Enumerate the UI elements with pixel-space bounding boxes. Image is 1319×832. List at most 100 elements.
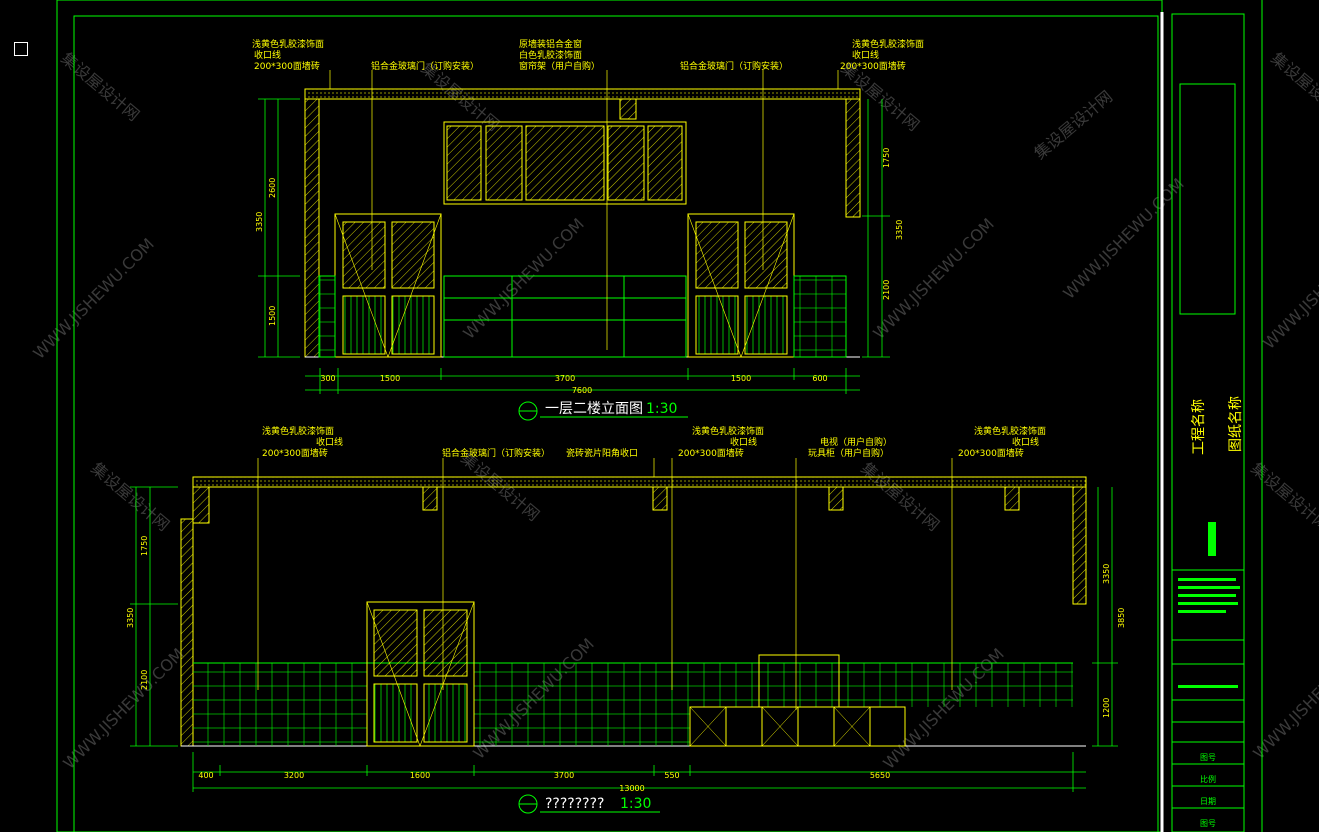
label-white-paint: 白色乳胶漆饰面 [519,49,582,61]
dim-label: 3350 [126,608,135,628]
beam [1004,486,1020,511]
dim-label: 300 [320,374,335,383]
label-door-left: 铝合金玻璃门（订购安装） [371,60,479,72]
watermark-text: WWW.JISHEWU.COM [1259,224,1319,352]
watermark-text: 集设屋设计网 [1267,49,1319,125]
watermark-text: WWW.JISHEWU.COM [1249,634,1319,762]
dim-label: 2600 [268,178,277,198]
watermark-text: WWW.JISHEWU.COM [869,214,997,342]
dim-total: 7600 [572,386,592,395]
leader-lines [257,458,953,710]
title-row: 比例 [1200,774,1216,784]
dimension-left [258,98,890,358]
dim-label: 3700 [554,771,574,780]
top-title: 一层二楼立面图 1:30 [518,401,688,421]
dim-label: 400 [198,771,213,780]
right-column [845,98,861,218]
dimension-bottom [305,368,860,394]
dim-label: 1200 [1102,698,1111,718]
watermark-text: WWW.JISHEWU.COM [459,214,587,342]
tile-wainscot [690,663,1073,707]
drawing-title: ???????? [545,796,604,812]
label-door-right: 铝合金玻璃门（订购安装） [680,60,788,72]
dim-label: 1750 [140,536,149,556]
label: 玩具柜（用户自购） [808,447,889,459]
railing [318,275,847,358]
right-column [1072,486,1087,605]
left-wall [180,518,194,747]
label-tile-left: 200*300面墙砖 [254,60,320,72]
watermark-text: WWW.JISHEWU.COM [29,234,157,362]
dimension-left [130,486,1118,747]
right-door [687,213,795,358]
label: 浅黄色乳胶漆饰面 [692,425,764,437]
ceiling-slab [304,88,861,100]
watermark-text: WWW.JISHEWU.COM [59,644,187,772]
label-curtain: 窗帘架（用户自购） [519,60,600,72]
dimension-bottom [192,752,1086,792]
dim-label: 3700 [555,374,575,383]
project-name-label: 工程名称 [1191,399,1207,455]
dim-label: 3350 [895,220,904,240]
beam [422,486,438,511]
dim-label: 2100 [882,280,891,300]
watermark-text: WWW.JISHEWU.COM [1059,174,1187,302]
beam [828,486,844,511]
dim-label: 3200 [284,771,304,780]
title-block: 工程名称 图纸名称 图号 比例 日期 图号 [1172,83,1244,828]
label: 瓷砖瓷片阳角收口 [566,447,638,459]
sheet-frame [56,0,1263,832]
label: 收口线 [730,436,757,448]
label: 铝合金玻璃门（订购安装） [442,447,550,459]
label: 收口线 [1012,436,1039,448]
dim-label: 600 [812,374,827,383]
watermark-text: 集设屋设计网 [57,49,143,125]
toy-cabinet [689,706,906,747]
label: 电视（用户自购） [820,436,892,448]
left-door [334,213,442,358]
left-column [304,98,320,358]
title-row: 图号 [1200,819,1216,828]
watermark-text: 集设屋设计网 [1030,87,1116,163]
label: 200*300面墙砖 [958,447,1024,459]
dim-label: 2100 [140,670,149,690]
label-line-right: 收口线 [852,49,879,61]
beam [652,486,668,511]
label-window: 原墙装铝合金窗 [519,38,582,50]
label: 200*300面墙砖 [678,447,744,459]
dim-label: 3850 [1117,608,1126,628]
bottom-door [366,601,475,747]
tile-wainscot [193,663,367,746]
watermark-text: 集设屋设计网 [1247,459,1319,535]
left-column [192,486,210,524]
dim-label: 550 [664,771,679,780]
label: 浅黄色乳胶漆饰面 [974,425,1046,437]
label-line-left: 收口线 [254,49,281,61]
dim-total: 13000 [619,784,644,793]
label: 收口线 [316,436,343,448]
tile-wainscot [474,663,690,746]
drawing-title: 一层二楼立面图 [545,401,643,417]
label-tile-right: 200*300面墙砖 [840,60,906,72]
label: 浅黄色乳胶漆饰面 [262,425,334,437]
dim-label: 1500 [268,306,277,326]
label-finish-right: 浅黄色乳胶漆饰面 [852,38,924,50]
dim-label: 1500 [380,374,400,383]
title-row: 日期 [1200,797,1216,806]
dim-label: 3350 [1102,564,1111,584]
window-group [443,121,687,205]
top-elevation: 浅黄色乳胶漆饰面 收口线 200*300面墙砖 铝合金玻璃门（订购安装） 原墙装… [252,38,924,421]
leader-lines [329,70,839,350]
bottom-elevation: 浅黄色乳胶漆饰面 收口线 200*300面墙砖 铝合金玻璃门（订购安装） 瓷砖瓷… [126,425,1126,814]
title-row: 图号 [1200,753,1216,762]
drawing-scale: 1:30 [646,401,677,417]
dim-label: 3350 [255,212,264,232]
bottom-title: ???????? 1:30 [518,794,660,814]
drawing-name-label: 图纸名称 [1228,396,1244,452]
dim-label: 1750 [882,148,891,168]
dim-label: 1500 [731,374,751,383]
drawing-scale: 1:30 [620,796,651,812]
dim-label: 5650 [870,771,890,780]
square-outline-icon[interactable] [14,42,28,56]
